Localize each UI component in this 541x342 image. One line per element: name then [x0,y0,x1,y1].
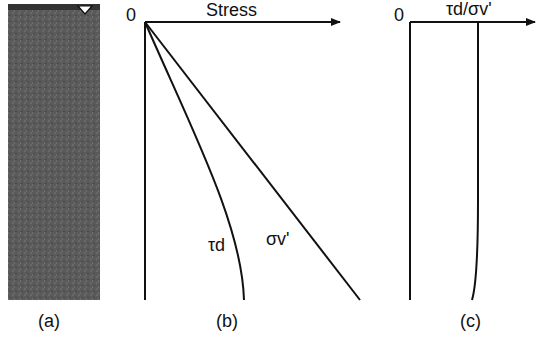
origin-label: 0 [394,6,404,26]
curve-label: σv' [266,230,290,250]
depth-axis [144,22,146,300]
curve-label: τd [208,236,225,256]
effective-stress-line [145,22,360,300]
axis-title: τd/σv' [446,0,492,20]
panel-label: (b) [216,312,238,332]
panel-label: (c) [460,312,481,332]
soil-column [8,4,100,300]
origin-label: 0 [126,6,136,26]
shear-stress-curve [145,22,244,300]
ratio-axis [410,21,535,23]
stress-axis [145,21,340,23]
stress-ratio-curve [472,22,478,300]
panel-label: (a) [38,312,60,332]
water-table-symbol [78,6,92,14]
axis-title: Stress [206,1,257,21]
depth-axis [409,22,411,300]
